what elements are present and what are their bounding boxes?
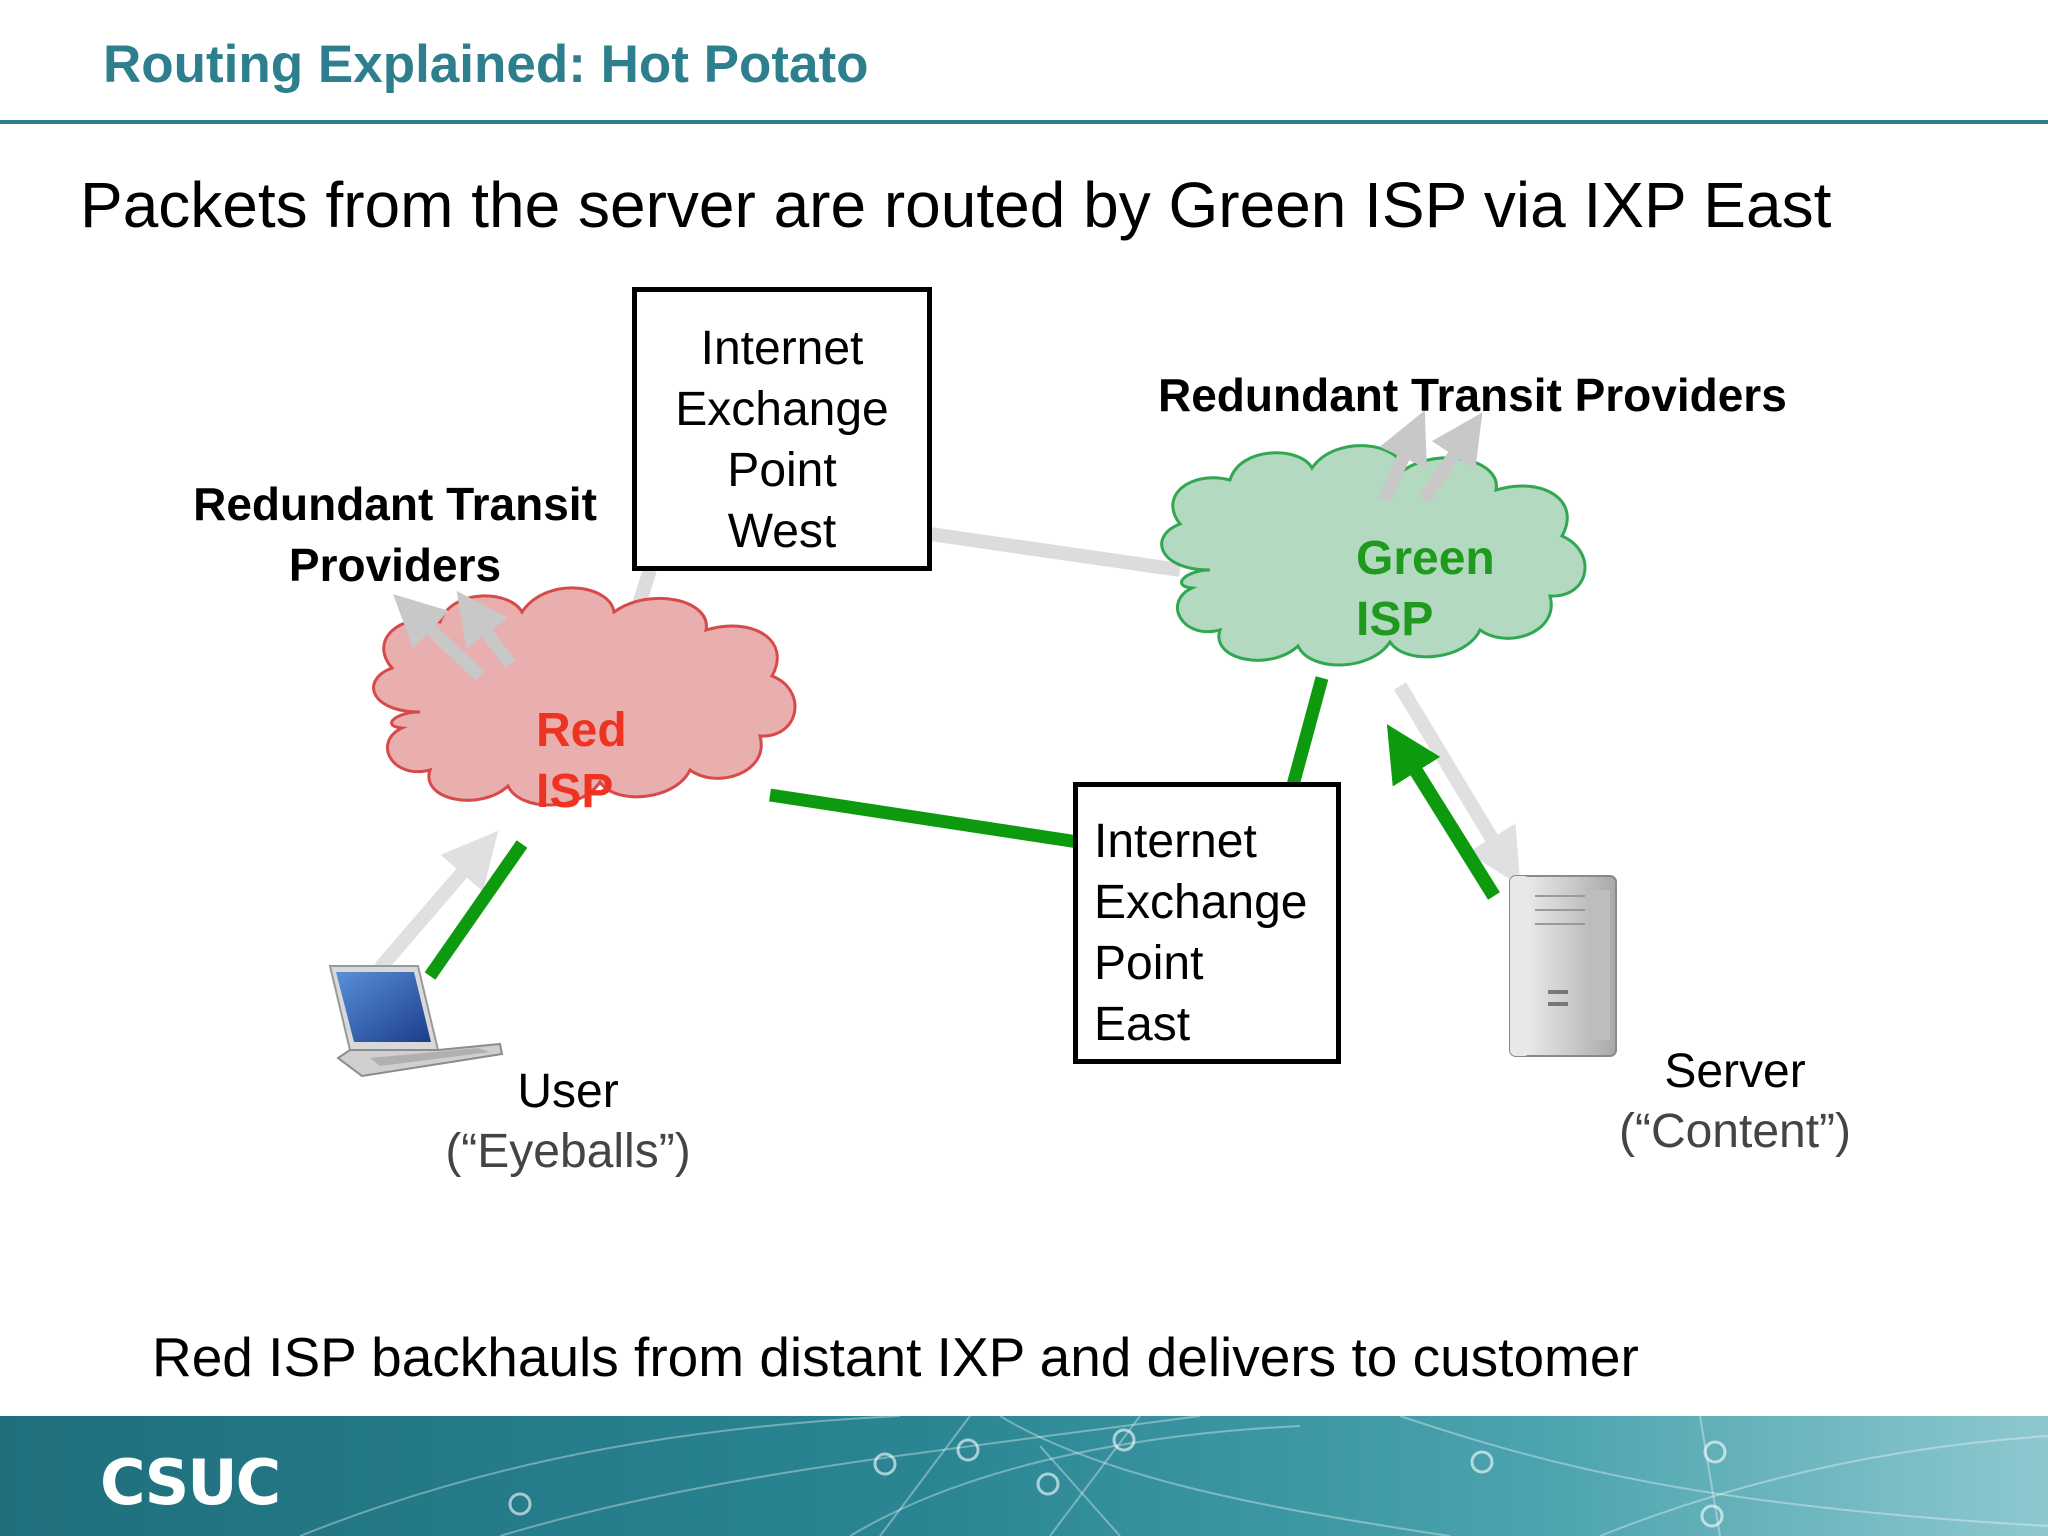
green-isp-line: ISP [1356,593,1434,646]
ixp-west-line: West [727,505,837,558]
red-to-user-green-link [424,840,528,980]
slide-subtitle: Packets from the server are routed by Gr… [80,169,1832,241]
server-caption: Server (“Content”) [1585,1042,1885,1162]
link-west-to-green [929,527,1181,577]
green-isp-label: Green ISP [1356,528,1495,650]
transit-right-label: Redundant Transit Providers [1158,369,1787,421]
header-rule [0,120,2048,124]
ixp-west-box: Internet Exchange Point West [632,287,932,571]
network-diagram [328,410,1617,1078]
header-title: Routing Explained: Hot Potato [103,35,869,94]
ixp-west-line: Point [727,444,837,497]
transit-left-line: Providers [288,539,502,591]
transit-left-line: Redundant Transit [193,478,597,530]
server-name: Server [1664,1045,1806,1098]
ixp-west-line: Internet [700,322,864,375]
laptop-icon [328,965,504,1078]
transit-arrow-right-1 [1378,410,1427,503]
transit-arrow-left-1 [393,594,485,681]
server-note: (“Content”) [1618,1105,1852,1158]
red-isp-label: Red ISP [536,700,627,822]
transit-arrow-left-2 [456,591,516,668]
server-to-green-arrow [1386,724,1500,900]
green-isp-cloud [1160,444,1587,667]
ixp-east-line: Exchange [1094,876,1308,929]
ixp-east-line: Internet [1094,815,1257,868]
link-red-to-east [769,788,1079,849]
ixp-west-line: Exchange [675,383,889,436]
ixp-east-line: Point [1094,937,1204,990]
user-outbound-arrow [374,830,499,973]
red-isp-line: Red [536,704,627,757]
transit-arrow-right-2 [1418,412,1483,504]
link-green-to-east [1286,676,1329,787]
red-isp-line: ISP [536,765,614,818]
transit-left-label: Redundant Transit Providers [150,474,640,596]
ixp-east-box: Internet Exchange Point East [1073,782,1341,1064]
user-caption: User (“Eyeballs”) [418,1062,718,1182]
ixp-east-line: East [1094,998,1191,1051]
bottom-text: Red ISP backhauls from distant IXP and d… [152,1326,1639,1388]
csuc-logo: CSUC [100,1446,281,1519]
green-to-server-arrow [1394,682,1521,886]
user-name: User [517,1065,619,1118]
user-note: (“Eyeballs”) [445,1125,691,1178]
green-isp-line: Green [1356,532,1495,585]
footer-bar: CSUC [0,1416,2048,1536]
footer-network-pattern [299,1416,2048,1536]
server-tower-icon [1509,875,1617,1057]
